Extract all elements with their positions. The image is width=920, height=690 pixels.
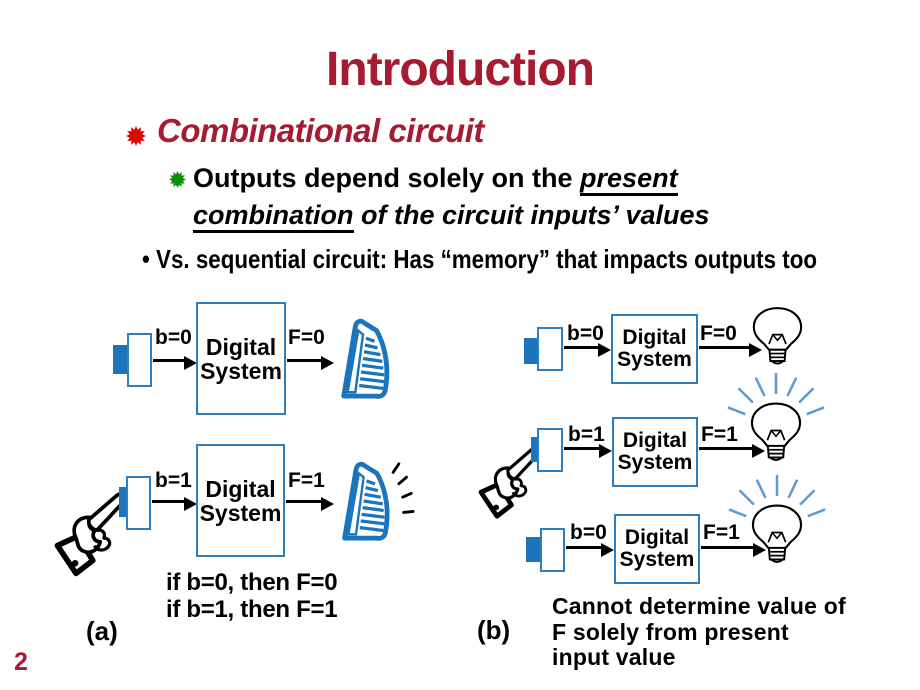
output-label: F=1: [703, 521, 740, 544]
switch-tab-pressed-icon: [119, 487, 127, 517]
lightbulb-on-icon: [728, 474, 826, 563]
signal-arrow: [564, 343, 611, 358]
vs-sequential-text: Vs. sequential circuit: Has “memory” tha…: [149, 244, 818, 274]
digital-system-box-line1: Digital: [205, 475, 276, 502]
caption-line: Cannot determine value of: [552, 593, 846, 619]
metronome-icon: [341, 318, 390, 399]
digital-system-box-line2: System: [199, 499, 282, 526]
signal-arrow: [699, 343, 762, 358]
outputs-bullet-line1: Outputs depend solely on the present: [193, 160, 710, 197]
digital-system-box-line2: System: [619, 548, 695, 571]
switch-icon: [127, 333, 152, 387]
digital-system-box-line2: System: [617, 348, 692, 371]
vs-sequential-bullet-marker: •: [142, 244, 150, 274]
diagram-a-caption: if b=0, then F=0 if b=1, then F=1: [166, 569, 338, 623]
outputs-line1-plain: Outputs depend solely on the: [193, 163, 581, 193]
caption-line: F solely from present: [552, 618, 789, 645]
caption-line: if b=0, then F=0: [166, 569, 338, 596]
digital-system-box-line1: Digital: [205, 333, 277, 360]
outputs-line1-underlined: present: [580, 163, 678, 196]
caption-line: input value: [552, 644, 676, 670]
digital-system-box: Digital System: [614, 514, 700, 584]
diagram-b-label: (b): [477, 615, 511, 645]
signal-arrow: [564, 444, 612, 459]
sound-rays-icon: [391, 462, 415, 514]
red-starburst-bullet-icon: [126, 126, 146, 146]
digital-system-box: Digital System: [612, 417, 698, 487]
output-label: F=0: [700, 322, 737, 345]
digital-system-box-line1: Digital: [622, 326, 687, 349]
page-number: 2: [14, 648, 28, 676]
signal-arrow: [153, 356, 197, 371]
input-label: b=0: [567, 322, 604, 345]
switch-tab-icon: [113, 345, 127, 374]
caption-line: if b=1, then F=1: [166, 596, 338, 623]
switch-icon: [537, 327, 563, 371]
digital-system-box-line1: Digital: [624, 526, 690, 549]
output-label: F=1: [701, 423, 738, 446]
signal-arrow: [287, 356, 334, 371]
outputs-bullet-line2: combination of the circuit inputs’ value…: [193, 197, 710, 234]
ringing-metronome-icon: [342, 461, 415, 541]
signal-arrow: [566, 543, 614, 558]
digital-system-box-line2: System: [200, 357, 282, 384]
signal-arrow: [286, 497, 334, 512]
signal-arrow: [701, 543, 766, 558]
input-label: b=0: [570, 521, 607, 544]
green-starburst-bullet-icon: [169, 171, 186, 188]
switch-tab-pressed-icon: [531, 437, 538, 462]
vs-sequential-line: • Vs. sequential circuit: Has “memory” t…: [142, 244, 817, 275]
output-label: F=0: [288, 326, 325, 349]
digital-system-box: Digital System: [611, 314, 698, 384]
outputs-bullet-text: Outputs depend solely on the present com…: [193, 160, 710, 234]
switch-icon: [126, 476, 151, 530]
light-rays-icon: [727, 372, 825, 416]
digital-system-box: Digital System: [196, 444, 285, 557]
switch-tab-icon: [524, 338, 538, 364]
switch-icon: [540, 528, 565, 572]
digital-system-box-line2: System: [617, 451, 693, 474]
signal-arrow: [152, 497, 197, 512]
outputs-line2-italic: of the circuit inputs’ values: [353, 200, 710, 230]
lightbulb-on-icon: [727, 372, 825, 461]
digital-system-box: Digital System: [196, 302, 286, 415]
page-title: Introduction: [326, 43, 595, 96]
light-rays-icon: [728, 474, 826, 518]
switch-icon: [537, 428, 563, 472]
outputs-line2-underlined: combination: [193, 200, 354, 233]
input-label: b=1: [568, 423, 605, 446]
input-label: b=0: [155, 326, 192, 349]
diagram-b-caption: Cannot determine value of F solely from …: [552, 593, 846, 671]
lightbulb-off-icon: [752, 307, 803, 365]
pointing-hand-icon: [54, 492, 127, 577]
input-label: b=1: [155, 469, 192, 492]
digital-system-box-line1: Digital: [622, 429, 688, 452]
output-label: F=1: [288, 469, 325, 492]
signal-arrow: [699, 444, 765, 459]
switch-tab-icon: [526, 537, 540, 562]
combinational-circuit-heading: Combinational circuit: [157, 112, 484, 149]
diagram-a-label: (a): [86, 616, 118, 646]
